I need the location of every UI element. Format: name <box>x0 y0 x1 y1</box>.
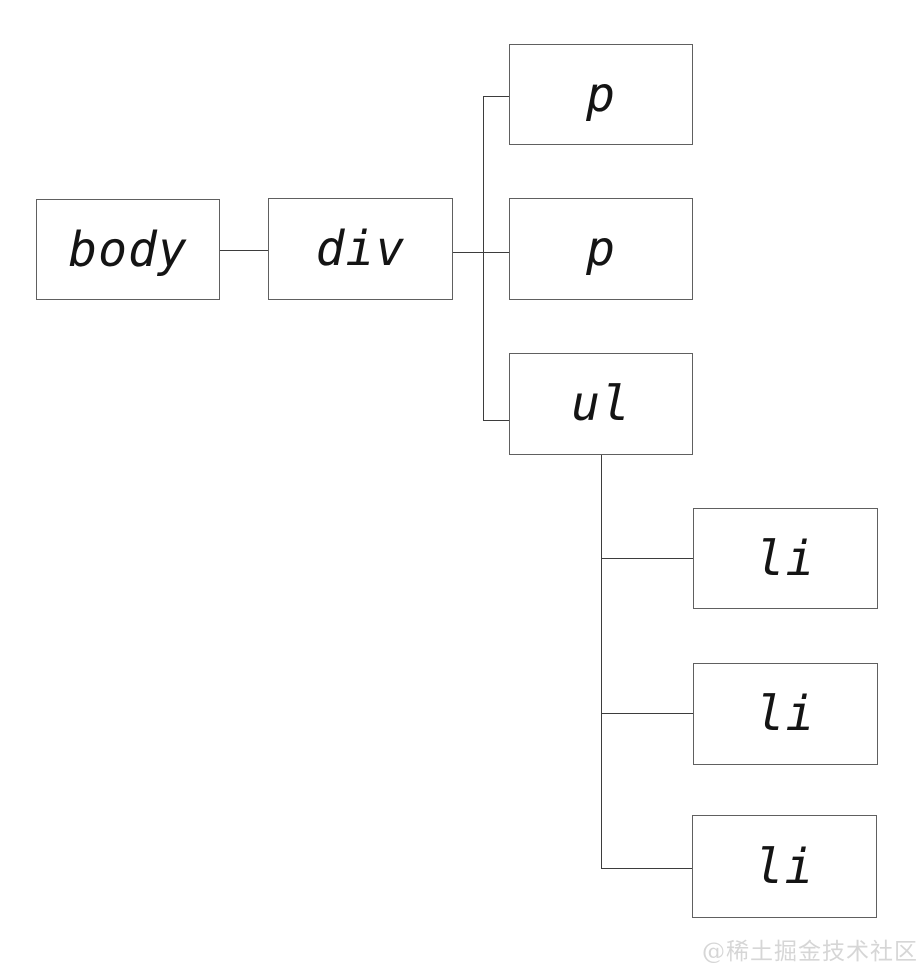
node-body-label: body <box>68 221 188 278</box>
node-li-third-label: li <box>754 838 815 895</box>
edge-body-to-div <box>220 250 268 251</box>
edge-div-to-ul <box>483 420 509 421</box>
node-body: body <box>36 199 220 300</box>
edge-ul-to-li-third <box>601 868 692 869</box>
node-ul-label: ul <box>571 376 631 432</box>
edge-div-children-trunk <box>483 96 484 421</box>
node-p-first-label: p <box>586 66 616 123</box>
watermark-text: @稀土掘金技术社区 <box>702 939 918 965</box>
node-ul: ul <box>509 353 693 455</box>
edge-div-stub <box>453 252 483 253</box>
edge-ul-to-li-second <box>601 713 693 714</box>
node-div-label: div <box>315 221 406 277</box>
node-li-second-label: li <box>755 686 816 742</box>
edge-div-to-p-second <box>483 252 509 253</box>
edge-ul-to-li-first <box>601 558 693 559</box>
node-div: div <box>268 198 453 300</box>
node-li-first: li <box>693 508 878 609</box>
node-p-second: p <box>509 198 693 300</box>
node-p-second-label: p <box>586 221 616 277</box>
node-li-second: li <box>693 663 878 765</box>
edge-div-to-p-first <box>483 96 509 97</box>
node-li-first-label: li <box>755 530 816 587</box>
edge-ul-children-trunk <box>601 455 602 868</box>
node-li-third: li <box>692 815 877 918</box>
node-p-first: p <box>509 44 693 145</box>
